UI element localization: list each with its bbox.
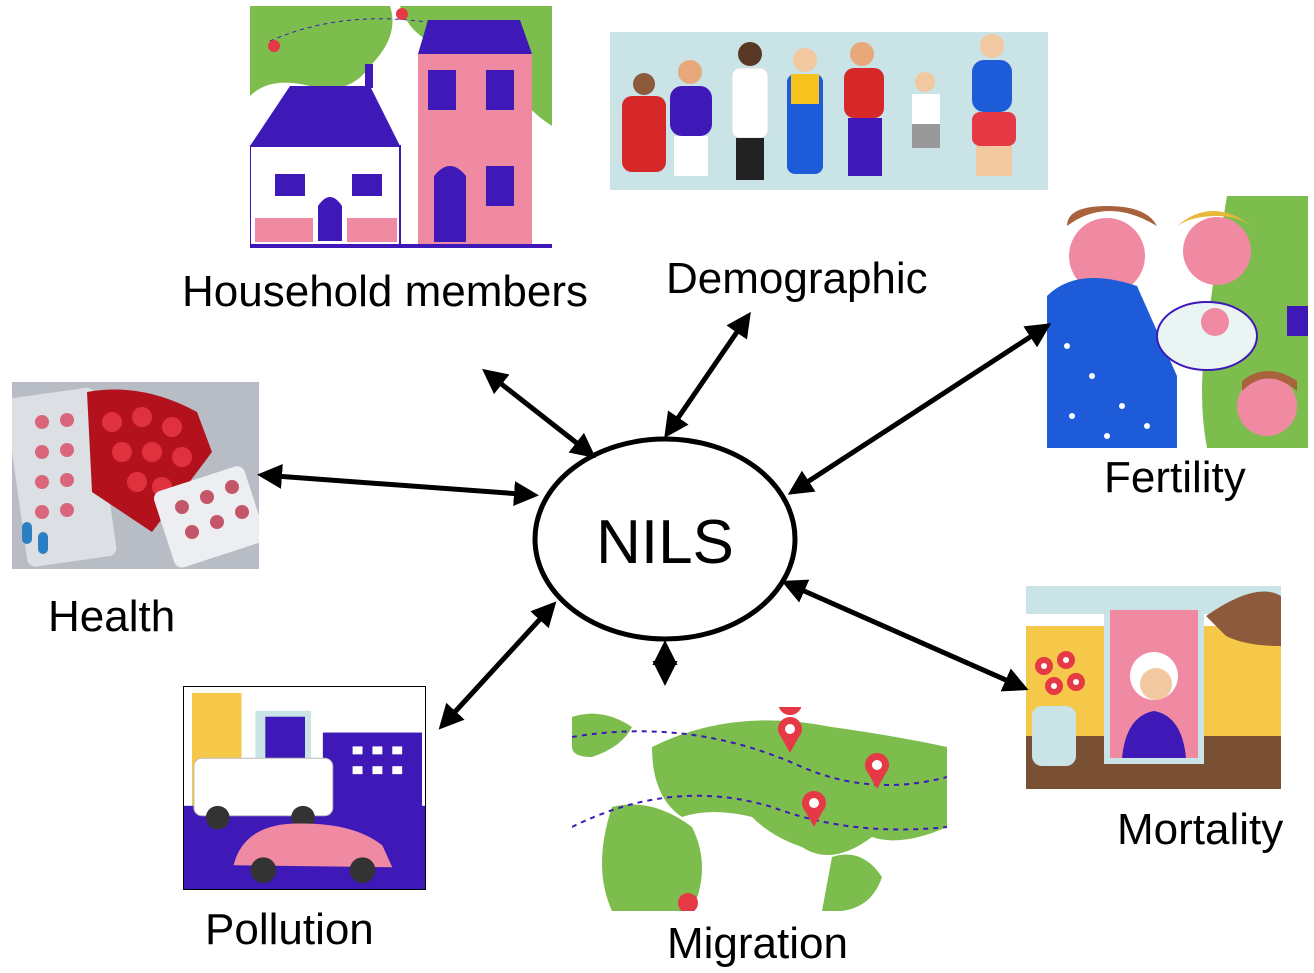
arrow-health bbox=[257, 464, 539, 506]
mortality-image bbox=[1026, 586, 1281, 789]
pollution-image bbox=[183, 686, 426, 890]
arrow-fertility bbox=[787, 323, 1052, 495]
fertility-image bbox=[1047, 196, 1308, 448]
arrow-demographic bbox=[664, 311, 751, 439]
migration-image bbox=[572, 707, 947, 911]
mortality-label: Mortality bbox=[1117, 805, 1284, 854]
demographic-label: Demographic bbox=[666, 254, 928, 303]
arrow-mortality bbox=[781, 579, 1029, 692]
health-image bbox=[12, 382, 259, 569]
household-members-label: Household members bbox=[182, 267, 588, 316]
arrow-household bbox=[482, 368, 596, 459]
migration-label: Migration bbox=[667, 919, 848, 968]
health-label: Health bbox=[48, 592, 176, 641]
nils-center-label: NILS bbox=[596, 508, 734, 577]
arrow-pollution bbox=[438, 601, 557, 730]
pollution-label: Pollution bbox=[205, 905, 374, 954]
household-members-image bbox=[250, 6, 552, 261]
fertility-label: Fertility bbox=[1104, 453, 1246, 502]
demographic-image bbox=[610, 32, 1048, 190]
